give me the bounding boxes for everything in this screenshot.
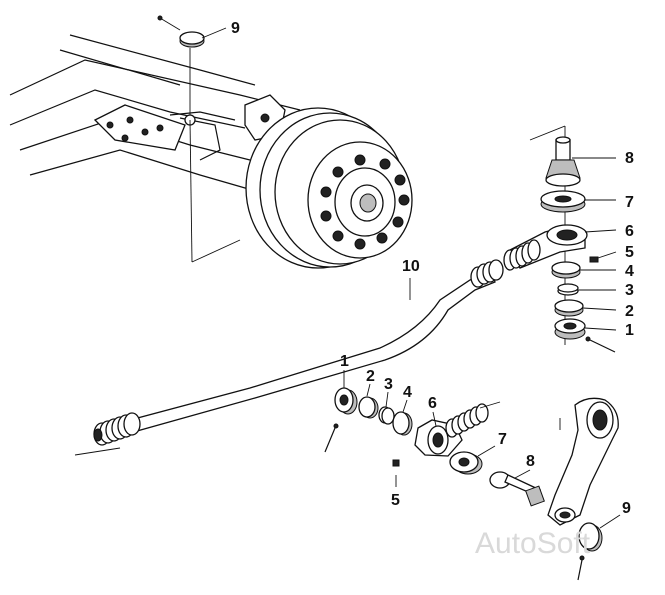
top-castle-nut (157, 15, 241, 263)
callout-upper-1: 1 (625, 322, 634, 339)
callout-lower-4: 4 (403, 384, 412, 401)
watermark: AutoSoft (475, 527, 591, 560)
callout-top-nut: 9 (231, 20, 240, 37)
tie-rod (74, 259, 504, 456)
grease-fitting-lower (392, 459, 400, 467)
upper-right-ball-joint-assembly (503, 125, 617, 353)
dust-cover-upper (540, 190, 586, 213)
callout-upper-2: 2 (625, 303, 634, 320)
tie-rod-right-thread (470, 259, 504, 288)
wheel-hub-drum (245, 107, 413, 269)
callout-lower-8: 8 (526, 453, 535, 470)
spring-upper (557, 283, 579, 296)
callout-lower-7: 7 (498, 431, 507, 448)
wheel-studs (320, 154, 410, 250)
callout-tie-rod: 10 (402, 258, 420, 275)
cotter-pin-upper (585, 336, 616, 353)
callout-labels: 9 10 8 7 6 5 4 3 2 1 1 2 3 4 6 7 8 5 9 (231, 20, 634, 517)
spring-lower (378, 406, 395, 425)
castle-nut-lower (577, 514, 621, 581)
callout-upper-8: 8 (625, 150, 634, 167)
bushing-lower (358, 396, 379, 419)
callout-lower-9: 9 (622, 500, 631, 517)
callout-upper-6: 6 (625, 223, 634, 240)
plug-upper (554, 318, 586, 340)
grease-fitting-upper (589, 256, 599, 263)
callout-upper-7: 7 (625, 194, 634, 211)
callout-lower-6: 6 (428, 395, 437, 412)
tie-rod-left-thread (93, 412, 141, 446)
dust-cover-lower (449, 451, 483, 475)
callout-upper-4: 4 (625, 263, 634, 280)
ball-pin-upper (545, 136, 581, 187)
plug-lower (334, 387, 358, 415)
ball-pin-lower (489, 471, 545, 507)
callout-lower-5: 5 (391, 492, 400, 509)
lower-ball-joint-assembly (324, 370, 545, 507)
tie-rod-end-upper (503, 224, 588, 271)
callout-lower-3: 3 (384, 376, 393, 393)
callout-upper-3: 3 (625, 282, 634, 299)
tie-rod-end-lower (414, 401, 501, 457)
bearing-seat-lower (392, 411, 413, 436)
callout-lower-2: 2 (366, 368, 375, 385)
bushing-upper (554, 299, 584, 317)
callout-lower-1: 1 (340, 353, 349, 370)
cotter-pin-lower (324, 423, 339, 453)
pitman-arm (547, 397, 619, 526)
callout-upper-5: 5 (625, 244, 634, 261)
bearing-seat-upper (551, 261, 581, 279)
